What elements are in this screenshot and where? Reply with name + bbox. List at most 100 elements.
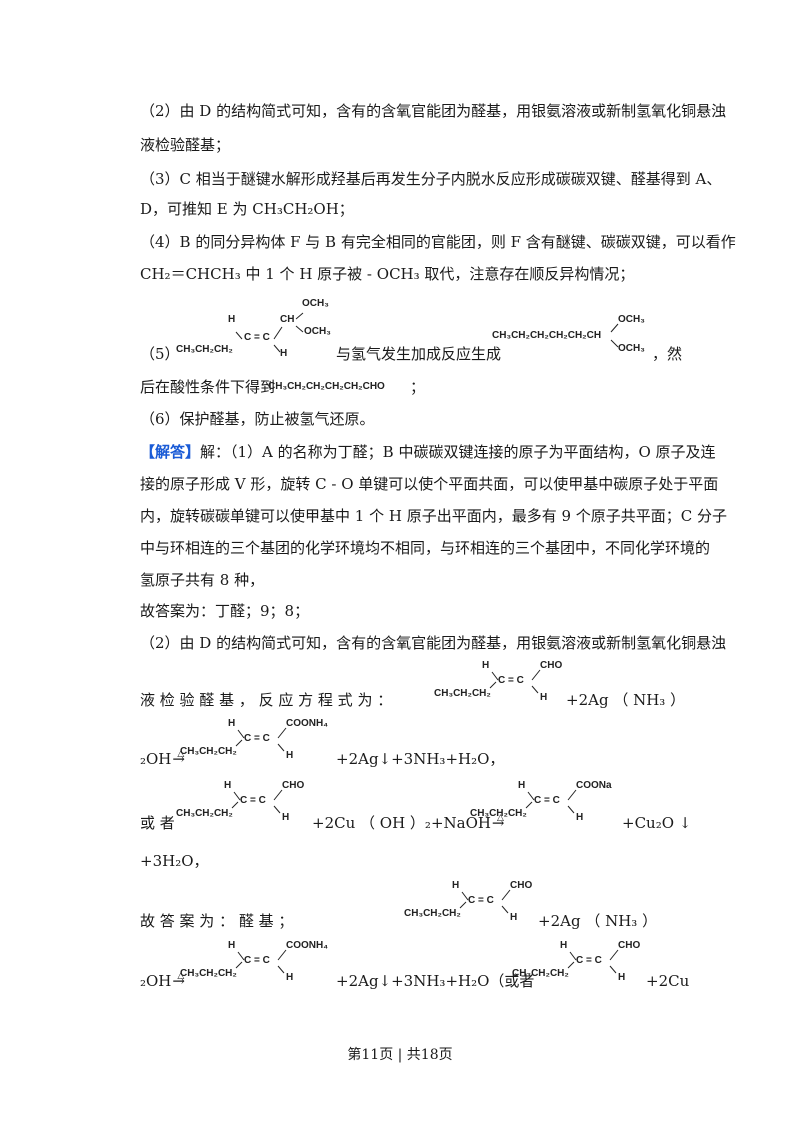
heat-arrow-icon: △ — [177, 971, 185, 981]
double-bond-label: C = C — [244, 955, 270, 966]
text-line: （3）C 相当于醚键水解形成羟基后再发生分子内脱水反应形成碳碳双键、醛基得到 A… — [140, 170, 722, 188]
atom-label: H — [560, 940, 568, 951]
group-label: CH₃CH₂CH₂ — [404, 908, 461, 919]
text-line: ，然 — [652, 345, 683, 363]
group-label: CH₃CH₂CH₂ — [180, 968, 237, 979]
text-line: +2Cu — [646, 972, 690, 990]
structure-formula-d: H CH₃CH₂CH₂ C = C CHO H — [176, 780, 306, 830]
arrow-icon: → — [172, 750, 185, 768]
page-footer: 第11页 | 共18页 — [347, 1047, 453, 1063]
group-label: CH₃CH₂CH₂ — [176, 808, 233, 819]
text-span: ₂OH — [140, 750, 172, 768]
heat-arrow-icon: △ — [177, 749, 185, 759]
group-label: CH — [280, 314, 295, 325]
atom-label: H — [482, 660, 490, 671]
atom-label: H — [540, 692, 548, 703]
group-label: CHO — [510, 880, 533, 891]
bond-lines — [235, 949, 287, 974]
atom-label: H — [286, 972, 294, 983]
double-bond-label: C = C — [244, 332, 270, 343]
text-line-prefix: ₂OH △→ — [140, 748, 191, 773]
double-bond-label: C = C — [240, 795, 266, 806]
text-line: 氢原子共有 8 种， — [140, 571, 265, 589]
bond-lines — [489, 669, 541, 694]
group-label: CH₃CH₂CH₂ — [180, 746, 237, 757]
text-line: 液 检 验 醛 基 ， 反 应 方 程 式 为 ： — [140, 691, 393, 709]
atom-label: H — [228, 940, 236, 951]
structure-formula-sodium-salt: H CH₃CH₂CH₂ C = C COONa H — [470, 780, 620, 830]
text-line: +Cu₂O ↓ — [622, 814, 692, 832]
structure-formula-product: CH₃CH₂CH₂CH₂CH₂CH OCH₃ OCH₃ — [492, 314, 652, 356]
atom-label: H — [510, 912, 518, 923]
double-bond-label: C = C — [498, 675, 524, 686]
text-line-prefix: ₂OH △→ — [140, 970, 191, 995]
atom-label: H — [282, 812, 290, 823]
text-line: 内，旋转碳碳单键可以使甲基中 1 个 H 原子出平面内，最多有 9 个原子共平面… — [140, 507, 728, 525]
group-label: OCH₃ — [304, 326, 331, 337]
group-label: CHO — [282, 780, 305, 791]
bond-lines — [235, 727, 287, 752]
text-line: 与氢气发生加成反应生成 — [336, 345, 502, 363]
bond-lines — [525, 789, 577, 814]
atom-label: H — [518, 780, 526, 791]
double-bond-label: C = C — [244, 733, 270, 744]
structure-formula-product-5: CH₃CH₂CH₂CH₂CH₂CHO — [268, 381, 408, 395]
group-label: CH₃CH₂CH₂ — [176, 344, 233, 355]
group-label: CH₃CH₂CH₂CH₂CH₂CHO — [268, 381, 385, 392]
text-line: 或 者 — [140, 814, 175, 832]
group-label: CH₃CH₂CH₂ — [434, 688, 491, 699]
atom-label: H — [286, 750, 294, 761]
group-label: CH₃CH₂CH₂CH₂CH₂CH — [492, 330, 602, 341]
atom-label: H — [228, 314, 236, 325]
group-label: COONH₄ — [286, 718, 328, 729]
structure-formula-b: H CH₃CH₂CH₂ C = C CH OCH₃ OCH₃ H — [176, 298, 336, 362]
text-line: D，可推知 E 为 CH₃CH₂OH； — [140, 200, 354, 218]
double-bond-label: C = C — [468, 895, 494, 906]
bond-lines — [231, 789, 283, 814]
text-line: +2Cu （ OH ）₂+NaOH △→ — [312, 812, 510, 837]
structure-formula-ammonium-salt: H CH₃CH₂CH₂ C = C COONH₄ H — [180, 718, 328, 768]
group-label: OCH₃ — [302, 298, 329, 309]
text-line: 接的原子形成 V 形，旋转 C - O 单键可以使个平面共面，可以使甲基中碳原子… — [140, 475, 719, 493]
group-label: CHO — [540, 660, 563, 671]
group-label: OCH₃ — [618, 343, 645, 354]
text-line: +2Ag↓+3NH₃+H₂O， — [336, 750, 505, 768]
text-line: 中与环相连的三个基团的化学环境均不相同，与环相连的三个基团中，不同化学环境的 — [140, 539, 711, 557]
double-bond-label: C = C — [576, 955, 602, 966]
text-line-prefix: （5） — [140, 345, 180, 363]
group-label: COONH₄ — [286, 940, 328, 951]
text-line: （2）由 D 的结构简式可知，含有的含氧官能团为醛基，用银氨溶液或新制氢氧化铜悬… — [140, 634, 727, 652]
text-line: +2Ag （ NH₃ ） — [566, 691, 686, 709]
text-span: ₂OH — [140, 972, 172, 990]
text-line: 故 答 案 为 ： 醛 基 ； — [140, 912, 294, 930]
text-line: ； — [410, 378, 426, 396]
group-label: CH₃CH₂CH₂ — [470, 808, 527, 819]
group-label: CHO — [618, 940, 641, 951]
atom-label: H — [280, 348, 288, 359]
atom-label: H — [576, 812, 584, 823]
text-line: （6）保护醛基，防止被氢气还原。 — [140, 410, 375, 428]
text-span: +2Cu （ OH ）₂+NaOH — [312, 814, 491, 832]
structure-formula-ammonium-salt: H CH₃CH₂CH₂ C = C COONH₄ H — [180, 940, 328, 990]
arrow-icon: → — [172, 972, 185, 990]
answer-tag: 【解答】 — [140, 443, 201, 461]
group-label: OCH₃ — [618, 314, 645, 325]
group-label: COONa — [576, 780, 612, 791]
bond-lines — [459, 889, 511, 914]
group-label: CH₃CH₂CH₂ — [512, 968, 569, 979]
heat-arrow-icon: △ — [496, 813, 504, 823]
text-line: （4）B 的同分异构体 F 与 B 有完全相同的官能团，则 F 含有醚键、碳碳双… — [140, 233, 736, 251]
structure-formula-d: H CH₃CH₂CH₂ C = C CHO H — [512, 940, 642, 990]
structure-formula-d: H CH₃CH₂CH₂ C = C CHO H — [434, 660, 564, 710]
text-line: 液检验醛基； — [140, 136, 231, 154]
atom-label: H — [228, 718, 236, 729]
bond-lines — [610, 323, 619, 348]
atom-label: H — [452, 880, 460, 891]
text-line: +2Ag↓+3NH₃+H₂O（或者 — [336, 972, 535, 990]
structure-formula-d: H CH₃CH₂CH₂ C = C CHO H — [404, 880, 534, 930]
text-line: +2Ag （ NH₃ ） — [538, 912, 658, 930]
atom-label: H — [224, 780, 232, 791]
arrow-icon: → — [491, 814, 505, 832]
text-span: 解：（1）A 的名称为丁醛；B 中碳碳双键连接的原子为平面结构，O 原子及连 — [200, 443, 716, 461]
bond-lines — [567, 949, 619, 974]
